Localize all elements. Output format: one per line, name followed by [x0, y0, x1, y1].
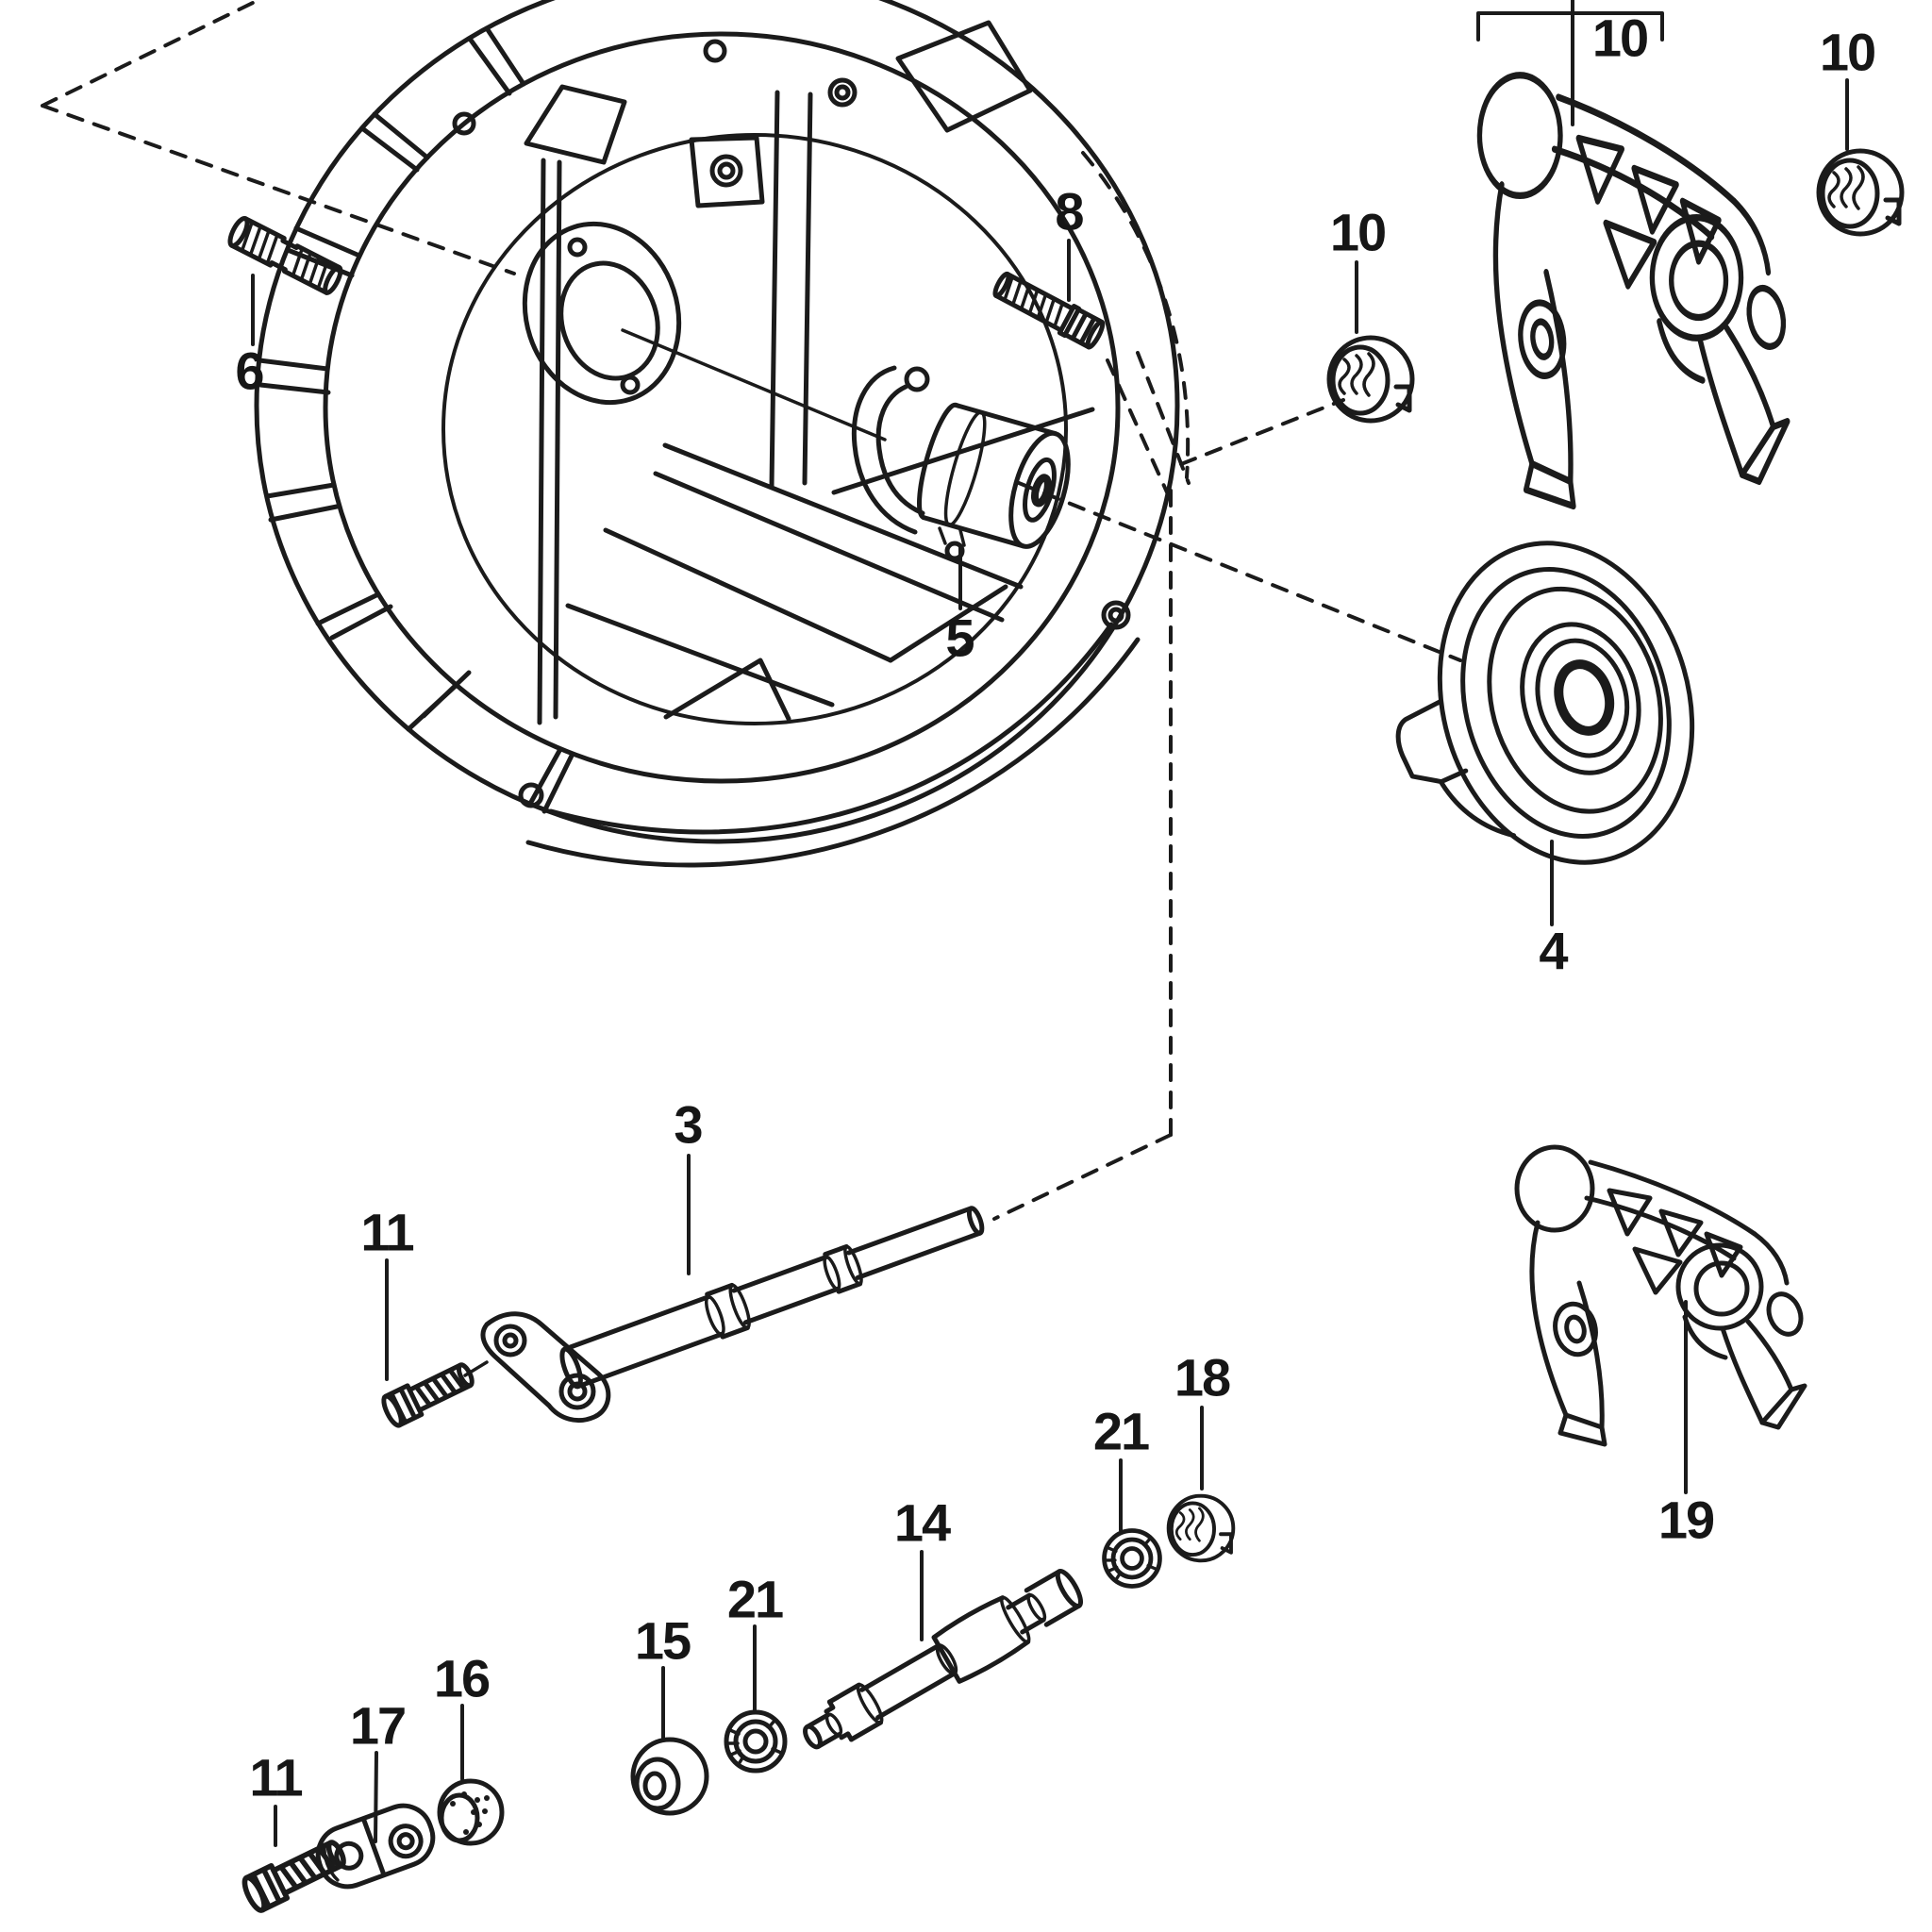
- part-callout-16[interactable]: 16: [433, 1648, 491, 1708]
- part-callout-17[interactable]: 17: [349, 1695, 407, 1756]
- part-callout-21-right[interactable]: 21: [1092, 1401, 1150, 1461]
- part-callout-11-upper[interactable]: 11: [360, 1202, 414, 1262]
- part-callout-19[interactable]: 19: [1657, 1490, 1715, 1550]
- plug-16-drawing: [437, 1778, 505, 1846]
- bushing-15-drawing: [630, 1737, 709, 1816]
- part-callout-4[interactable]: 4: [1539, 921, 1568, 981]
- part-callout-5[interactable]: 5: [945, 608, 974, 668]
- clamp-17-drawing: [315, 1803, 436, 1890]
- leader-lines: [251, 0, 1849, 1847]
- bolt-8-drawing: [992, 271, 1106, 350]
- part-callout-11-lower[interactable]: 11: [249, 1747, 303, 1807]
- part-callout-21-left[interactable]: 21: [726, 1569, 784, 1629]
- part-callout-10-mid[interactable]: 10: [1329, 202, 1387, 262]
- shaft-14-drawing: [803, 1568, 1084, 1750]
- part-callout-6[interactable]: 6: [235, 341, 264, 401]
- part-callout-3[interactable]: 3: [674, 1094, 703, 1155]
- part-callout-15[interactable]: 15: [634, 1610, 691, 1671]
- part-callout-10-right[interactable]: 10: [1819, 22, 1876, 82]
- bolt-11-upper-drawing: [380, 1358, 489, 1427]
- guide-sleeve-5-drawing: [851, 365, 1071, 561]
- housing-center-flange: [522, 221, 887, 441]
- clutch-housing-drawing: [254, 0, 1191, 868]
- projection-lines: [41, 0, 1462, 1221]
- part-callout-14[interactable]: 14: [893, 1492, 951, 1553]
- part-callout-18[interactable]: 18: [1174, 1347, 1231, 1407]
- part-callout-10-group[interactable]: 10: [1591, 8, 1649, 68]
- part-callout-8[interactable]: 8: [1055, 181, 1084, 242]
- release-bearing-4-drawing: [1395, 541, 1695, 865]
- stud-6-drawing: [227, 215, 343, 295]
- release-shaft-3-drawing: [480, 1206, 985, 1423]
